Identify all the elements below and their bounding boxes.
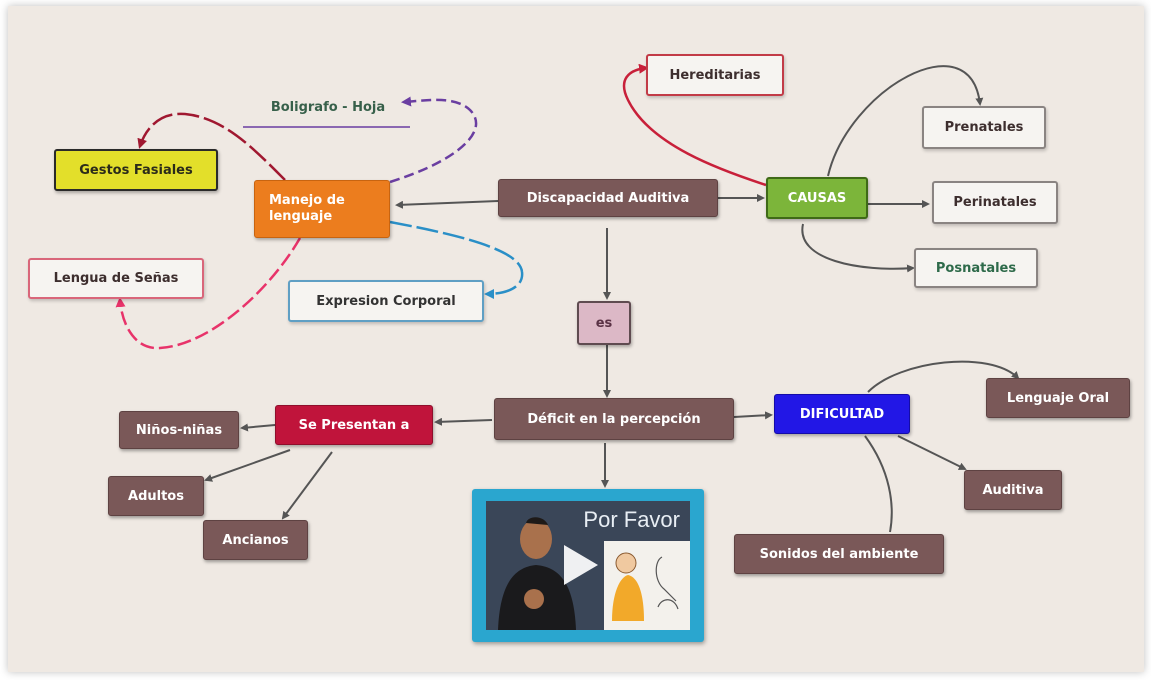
node-sonidos-del-ambiente[interactable]: Sonidos del ambiente: [734, 534, 944, 574]
node-posnatales[interactable]: Posnatales: [914, 248, 1038, 288]
node-es[interactable]: es: [577, 301, 631, 345]
link-manejo-lengua: [115, 237, 302, 350]
video-player[interactable]: Por Favor: [472, 489, 704, 642]
node-prenatales[interactable]: Prenatales: [922, 106, 1046, 149]
link-discapacidad-manejo: [395, 200, 499, 209]
node-lengua-de-senas[interactable]: Lengua de Señas: [28, 258, 204, 299]
video-thumbnail: Por Favor: [486, 501, 690, 630]
link-deficit-presentan: [434, 417, 493, 426]
node-lenguaje-oral[interactable]: Lenguaje Oral: [986, 378, 1130, 418]
link-presentan-ninos: [240, 423, 276, 432]
node-adultos[interactable]: Adultos: [108, 476, 204, 516]
node-hereditarias[interactable]: Hereditarias: [646, 54, 784, 96]
link-causas-hereditarias: [622, 63, 767, 187]
node-auditiva[interactable]: Auditiva: [964, 470, 1062, 510]
link-dificultad-auditiva: [897, 435, 967, 470]
node-ancianos[interactable]: Ancianos: [203, 520, 308, 560]
link-manejo-expresion: [389, 220, 524, 299]
node-deficit-percepcion[interactable]: Déficit en la percepción: [494, 398, 734, 440]
play-icon[interactable]: [486, 501, 690, 630]
video-title: Por Favor: [583, 507, 680, 532]
node-ninos-ninas[interactable]: Niños-niñas: [119, 411, 239, 449]
link-deficit-dificultad: [733, 411, 773, 420]
node-se-presentan-a[interactable]: Se Presentan a: [275, 405, 433, 445]
link-dificultad-sonidos: [864, 435, 893, 533]
link-manejo-gestos: [137, 112, 286, 181]
node-causas[interactable]: CAUSAS: [766, 177, 868, 219]
node-discapacidad-auditiva[interactable]: Discapacidad Auditiva: [498, 179, 718, 217]
link-causas-prenatales: [827, 65, 984, 177]
link-presentan-ancianos: [281, 451, 333, 520]
node-expresion-corporal[interactable]: Expresion Corporal: [288, 280, 484, 322]
node-boligrafo-hoja[interactable]: Boligrafo - Hoja: [270, 99, 386, 115]
node-perinatales[interactable]: Perinatales: [932, 181, 1058, 224]
link-manejo-boligrafo: [389, 96, 478, 184]
link-causas-posnatales: [801, 223, 915, 273]
link-presentan-adultos: [204, 449, 291, 482]
node-manejo-de-lenguaje[interactable]: Manejo de lenguaje: [254, 180, 390, 238]
node-dificultad[interactable]: DIFICULTAD: [774, 394, 910, 434]
node-gestos-fasiales[interactable]: Gestos Fasiales: [54, 149, 218, 191]
link-dificultad-lenguaje-oral: [867, 360, 1020, 393]
